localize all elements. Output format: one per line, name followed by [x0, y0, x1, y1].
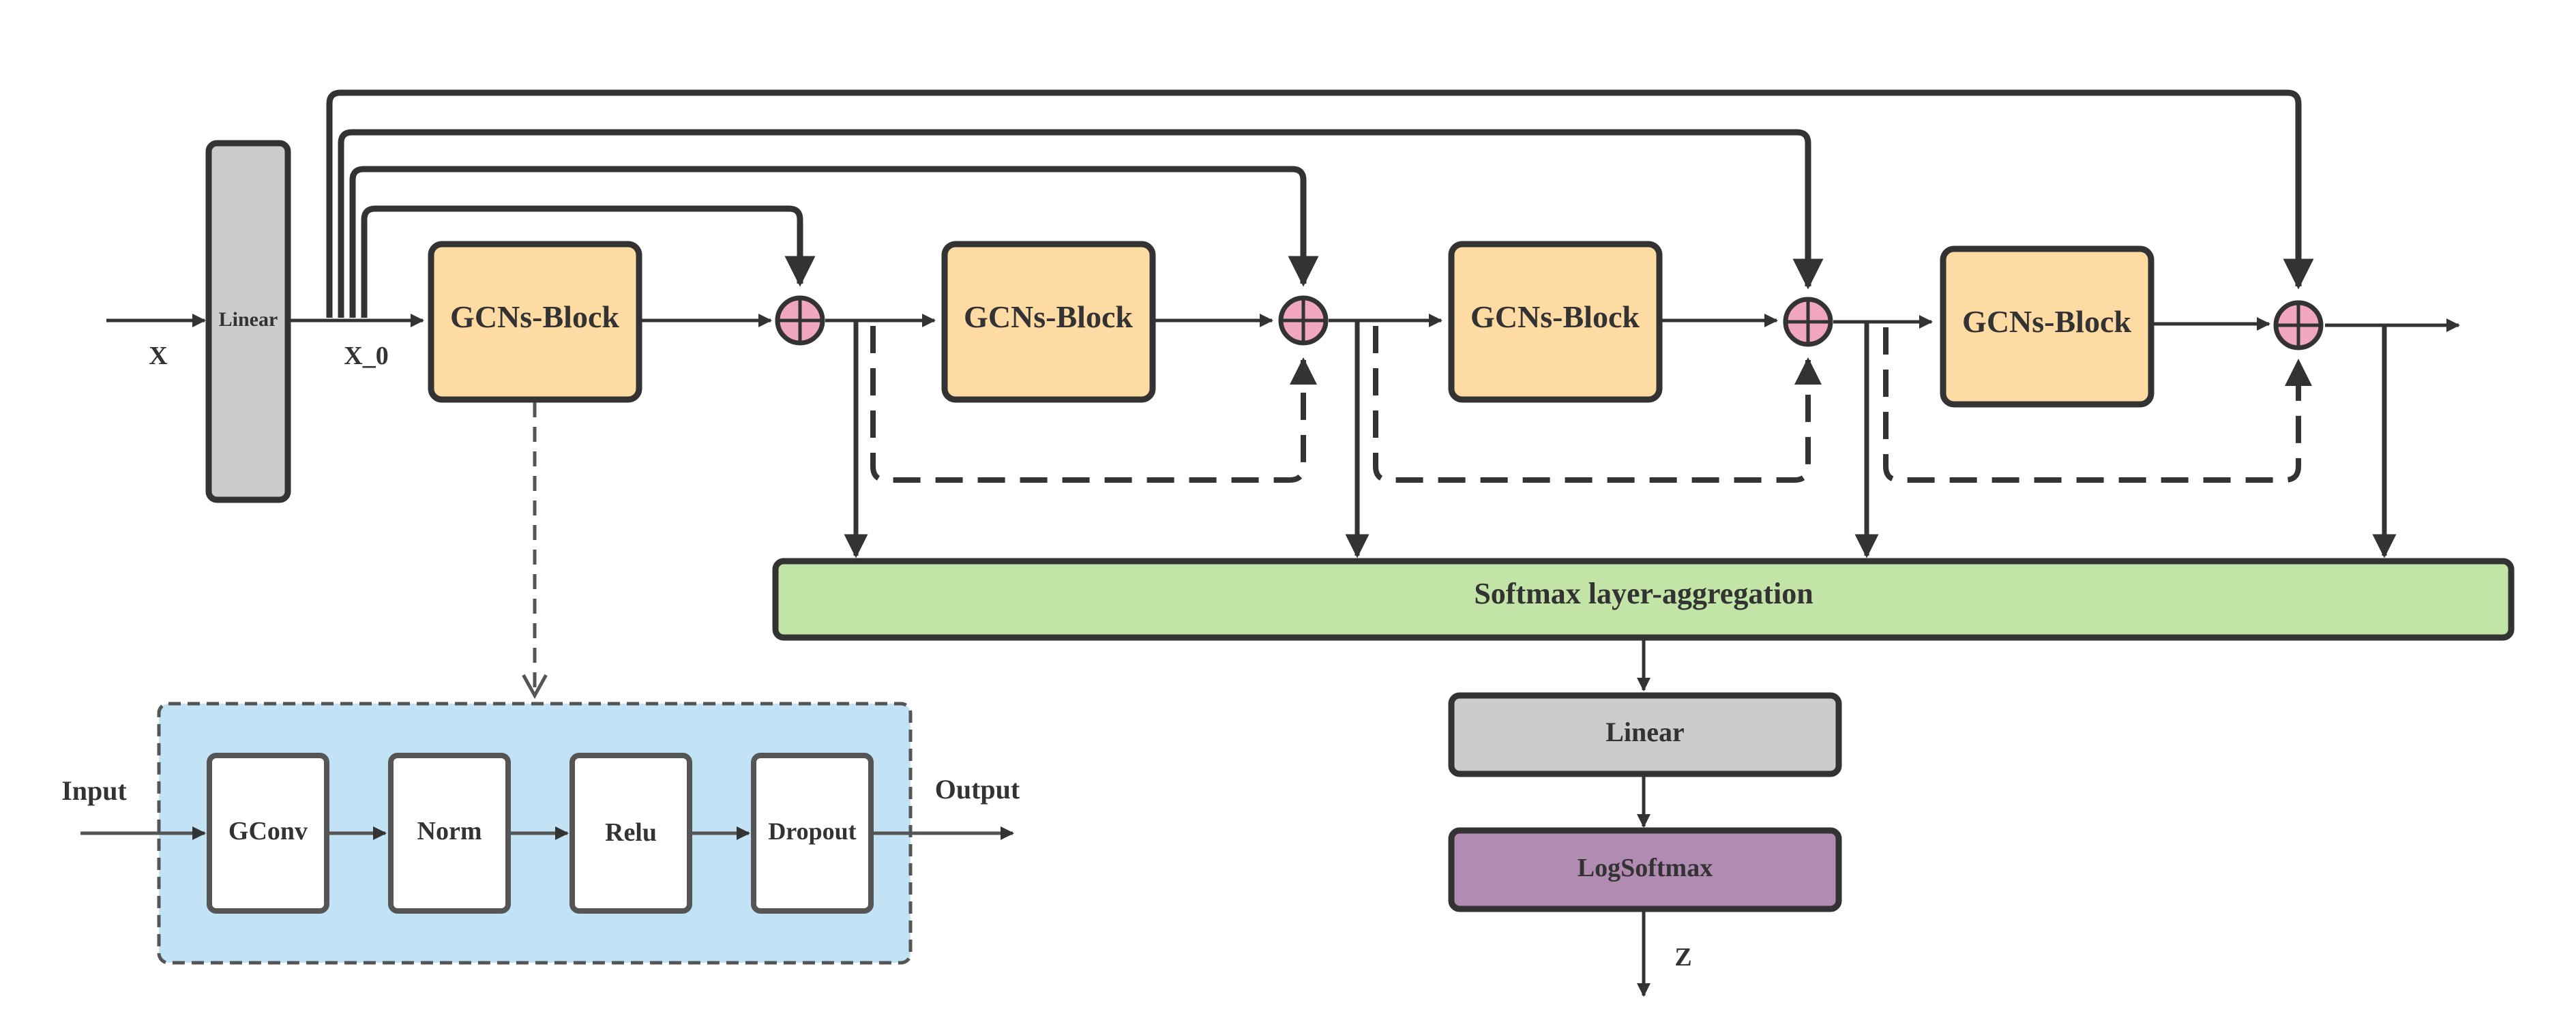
- logsoftmax-layer: LogSoftmax: [1448, 827, 1842, 912]
- detail-layer-label: Norm: [417, 817, 482, 845]
- gcn-block-detail-panel: Input Output GConv Norm Relu Dropout: [61, 702, 1020, 965]
- gcn-block-4: GCNs-Block: [1940, 245, 2155, 408]
- gcn-block-3: GCNs-Block: [1448, 241, 1663, 403]
- add-node-4: [2273, 300, 2324, 350]
- detail-layer-dropout: Dropout: [751, 753, 874, 914]
- detail-layer-norm: Norm: [388, 753, 511, 914]
- gcn-block-1: GCNs-Block: [428, 241, 642, 403]
- linear-layer-left: Linear: [205, 140, 291, 503]
- add-node-1: [775, 295, 825, 346]
- detail-layer-label: Relu: [605, 818, 657, 847]
- residual-dashed-loops: [870, 326, 2312, 483]
- detail-layer-label: GConv: [228, 817, 308, 845]
- detail-layer-label: Dropout: [768, 818, 856, 845]
- detail-input-label: Input: [61, 775, 127, 806]
- linear-layer-output: Linear: [1448, 692, 1842, 777]
- output-z-label: Z: [1674, 943, 1691, 972]
- linear-out-label: Linear: [1605, 717, 1685, 747]
- main-flow-arrows: [106, 314, 2460, 332]
- gcn-block-2: GCNs-Block: [941, 241, 1156, 403]
- detail-output-label: Output: [935, 774, 1020, 805]
- detail-layer-relu: Relu: [569, 753, 692, 914]
- gcn-block-label: GCNs-Block: [450, 299, 619, 334]
- skip-connections: [326, 89, 2314, 318]
- softmax-label: Softmax layer-aggregation: [1474, 577, 1813, 610]
- input-x-label: X: [149, 342, 167, 370]
- add-node-2: [1278, 295, 1329, 346]
- softmax-aggregation-layer: Softmax layer-aggregation: [772, 558, 2515, 641]
- x0-label: X_0: [344, 342, 388, 370]
- add-node-3: [1783, 297, 1833, 347]
- detail-layer-gconv: GConv: [207, 753, 329, 914]
- gcn-block-label: GCNs-Block: [964, 299, 1133, 334]
- logsoftmax-label: LogSoftmax: [1578, 854, 1713, 882]
- gcn-block-label: GCNs-Block: [1962, 304, 2131, 339]
- linear-left-label: Linear: [219, 308, 278, 331]
- aggregation-arrows: [844, 320, 2397, 558]
- gcn-block-label: GCNs-Block: [1470, 299, 1640, 334]
